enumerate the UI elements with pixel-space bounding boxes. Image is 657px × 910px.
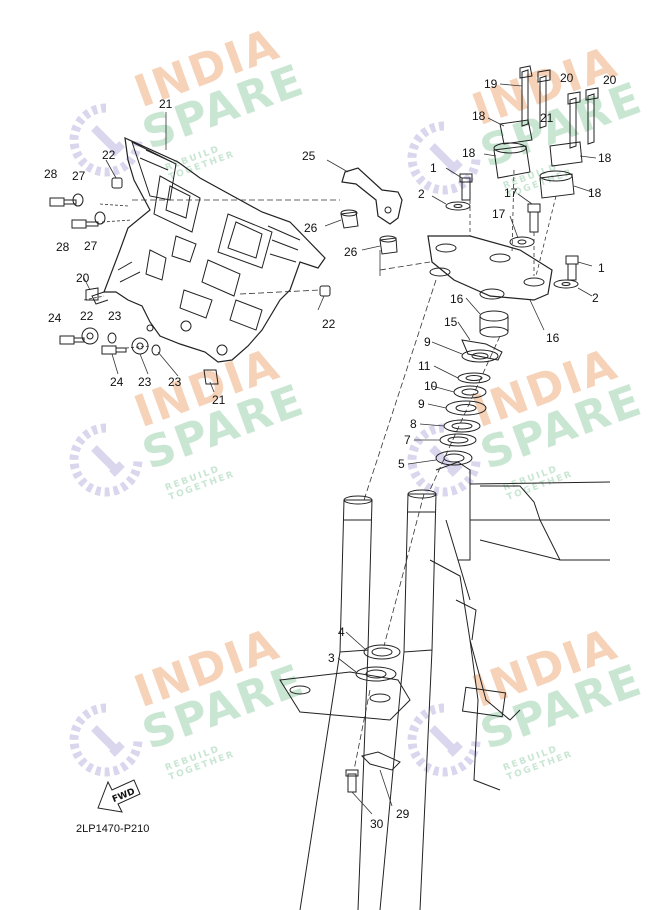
callout-12: 16 bbox=[450, 292, 464, 306]
handlebar-holders bbox=[493, 65, 599, 199]
callout-24: 24 bbox=[110, 375, 124, 389]
leader-lines bbox=[83, 83, 597, 815]
callout-8: 9 bbox=[418, 397, 425, 411]
wrench-logo-icon bbox=[69, 703, 143, 777]
callout-18: 21 bbox=[540, 111, 554, 125]
callout-19: 21 bbox=[159, 97, 173, 111]
small-parts bbox=[49, 177, 331, 385]
forward-arrow-icon bbox=[97, 779, 141, 813]
callout-29: 29 bbox=[396, 807, 410, 821]
callout-23: 23 bbox=[108, 309, 122, 323]
callout-17: 18 bbox=[598, 151, 612, 165]
wrench-logo-icon bbox=[69, 423, 143, 497]
callout-9: 9 bbox=[424, 335, 431, 349]
wire-stay bbox=[341, 167, 403, 225]
callout-1: 1 bbox=[598, 261, 605, 275]
watermark: INDIA SPARE REBUILD TOGETHER bbox=[66, 619, 311, 814]
wrench-logo-icon bbox=[69, 103, 143, 177]
steering-stack bbox=[435, 310, 509, 466]
callout-1: 1 bbox=[430, 161, 437, 175]
callout-26: 26 bbox=[344, 245, 358, 259]
callout-16: 18 bbox=[462, 146, 476, 160]
grommet bbox=[340, 209, 398, 255]
front-fork bbox=[279, 489, 437, 910]
callout-10: 11 bbox=[418, 359, 431, 373]
callout-27: 27 bbox=[72, 169, 86, 183]
callout-22: 23 bbox=[138, 375, 152, 389]
callout-18: 19 bbox=[484, 77, 498, 91]
callout-2: 2 bbox=[418, 187, 425, 201]
callout-15: 17 bbox=[504, 186, 518, 200]
callout-21: 22 bbox=[322, 317, 336, 331]
callout-20: 21 bbox=[212, 393, 226, 407]
watermark: INDIA SPARE REBUILD TOGETHER bbox=[404, 619, 649, 814]
callout-28: 28 bbox=[56, 240, 70, 254]
callout-16: 18 bbox=[588, 186, 602, 200]
callout-17: 18 bbox=[472, 109, 486, 123]
callout-6: 7 bbox=[404, 433, 411, 447]
callout-26: 26 bbox=[304, 221, 318, 235]
callout-4: 4 bbox=[338, 625, 345, 639]
callout-22: 22 bbox=[80, 309, 94, 323]
callout-18: 20 bbox=[603, 73, 617, 87]
callout-11: 15 bbox=[444, 315, 458, 329]
callout-14: 17 bbox=[492, 207, 506, 221]
upper-bracket bbox=[427, 235, 553, 301]
callout-9: 10 bbox=[424, 379, 438, 393]
callout-20: 20 bbox=[76, 271, 90, 285]
callout-27: 27 bbox=[84, 239, 98, 253]
callout-3: 3 bbox=[328, 651, 335, 665]
callout-5: 5 bbox=[398, 457, 405, 471]
callout-25: 25 bbox=[302, 149, 316, 163]
headlight-bracket bbox=[91, 137, 326, 363]
callout-24: 24 bbox=[48, 311, 62, 325]
watermark: INDIA SPARE REBUILD TOGETHER bbox=[66, 19, 311, 214]
lower-bearings bbox=[355, 644, 401, 682]
callout-23: 23 bbox=[168, 375, 182, 389]
callout-28: 28 bbox=[44, 167, 58, 181]
callout-2: 2 bbox=[592, 291, 599, 305]
callout-18: 20 bbox=[560, 71, 574, 85]
watermark: INDIA SPARE REBUILD TOGETHER bbox=[66, 339, 311, 534]
callout-21: 22 bbox=[102, 148, 116, 162]
callout-7: 8 bbox=[410, 417, 417, 431]
callout-13: 16 bbox=[546, 331, 560, 345]
wrench-logo-icon bbox=[407, 703, 481, 777]
diagram-code: 2LP1470-P210 bbox=[76, 823, 150, 835]
callout-30: 30 bbox=[370, 817, 384, 831]
frame bbox=[429, 461, 611, 791]
